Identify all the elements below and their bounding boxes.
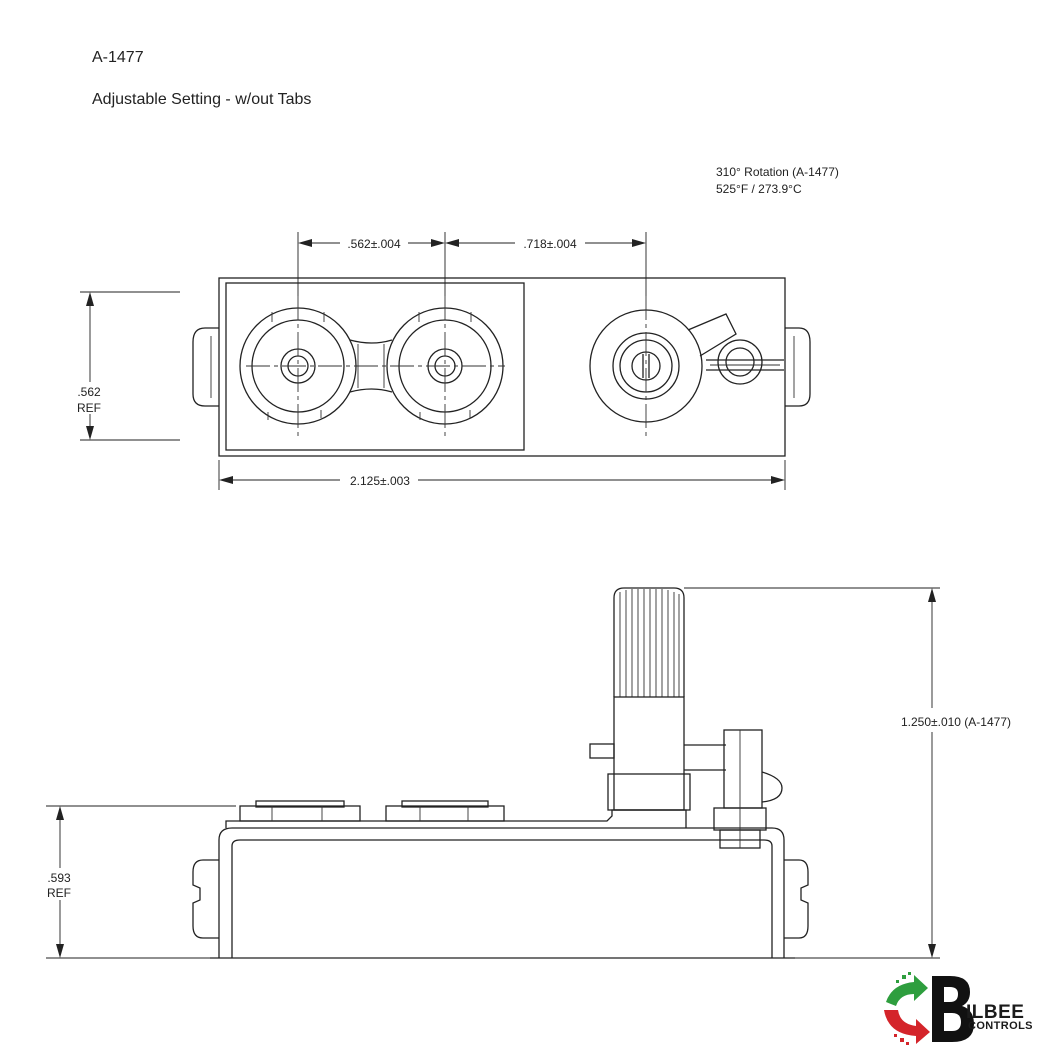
logo-name: ILBEE bbox=[966, 1002, 1025, 1023]
logo-pixel-dots-icon bbox=[896, 972, 911, 983]
dim-height-ref-suffix: REF bbox=[47, 886, 71, 900]
part-number-title: A-1477 bbox=[92, 49, 144, 66]
drawing-subtitle: Adjustable Setting - w/out Tabs bbox=[92, 91, 312, 108]
logo-green-arrow-icon bbox=[886, 975, 928, 1006]
top-right-tab bbox=[785, 327, 811, 407]
side-adjust-knob bbox=[589, 587, 783, 849]
top-view: .562±.004 .718±.004 .562 REF 2.125±.003 bbox=[77, 232, 811, 490]
dim-overall-length: 2.125±.003 bbox=[350, 474, 410, 488]
dim-spacing-b: .718±.004 bbox=[523, 237, 577, 251]
top-view-body-outline bbox=[218, 277, 786, 457]
side-left-tab bbox=[192, 859, 219, 939]
dim-overall-height: 1.250±.010 (A-1477) bbox=[901, 715, 1011, 729]
dim-height-ref-value: .593 bbox=[47, 871, 71, 885]
rotation-note: 310° Rotation (A-1477) bbox=[716, 165, 839, 179]
side-view: 1.250±.010 (A-1477) .593 REF bbox=[46, 587, 1011, 959]
adjust-knob-top bbox=[589, 296, 784, 440]
logo-subname: CONTROLS bbox=[968, 1020, 1033, 1032]
terminal-bridge bbox=[349, 339, 393, 393]
dim-width-ref-value: .562 bbox=[77, 385, 101, 399]
logo-red-arrow-icon bbox=[884, 1010, 930, 1044]
dim-width-ref-suffix: REF bbox=[77, 401, 101, 415]
side-terminal-right bbox=[385, 800, 505, 822]
side-right-tab bbox=[784, 859, 809, 939]
dim-spacing-a: .562±.004 bbox=[347, 237, 401, 251]
bilbee-controls-logo bbox=[884, 972, 974, 1045]
side-body-outline bbox=[218, 827, 785, 958]
side-terminal-left bbox=[239, 800, 361, 822]
top-view-inner-panel bbox=[225, 282, 525, 451]
temperature-note: 525°F / 273.9°C bbox=[716, 182, 802, 196]
logo-b-letter-icon bbox=[932, 976, 974, 1042]
top-left-tab bbox=[192, 327, 219, 407]
side-top-plate bbox=[225, 809, 687, 828]
